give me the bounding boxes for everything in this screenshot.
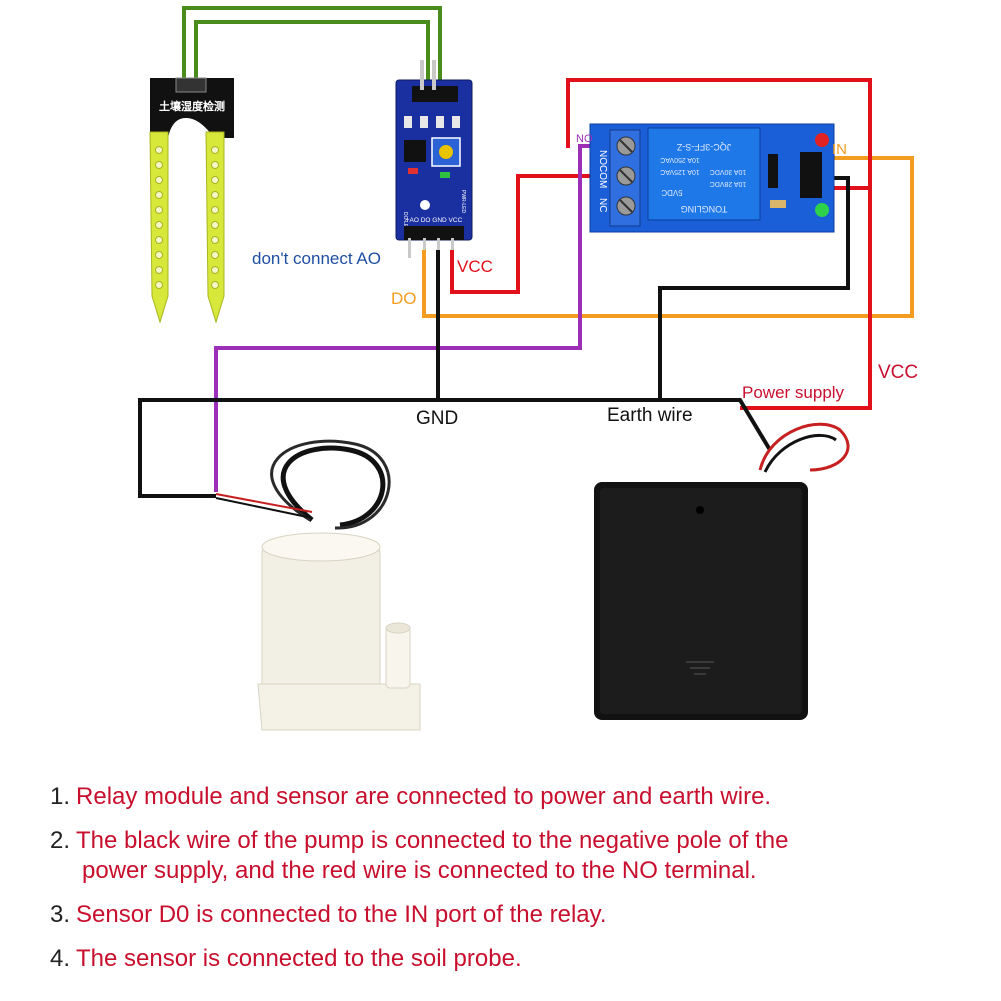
red-wire-vcc-sensor <box>450 174 628 294</box>
relay-rating-3: 10A 30VDC <box>710 168 747 175</box>
label-power-supply: Power supply <box>742 383 845 402</box>
label-vcc-supply: VCC <box>878 362 918 383</box>
battery-leads <box>758 422 850 472</box>
label-no: NO <box>576 133 593 145</box>
probe-trace-dot <box>155 266 163 274</box>
relay-green-led <box>815 203 829 217</box>
pin-gnd <box>437 238 440 250</box>
probe-trace-dot <box>211 221 219 229</box>
black-wires <box>138 176 850 498</box>
pin-do <box>423 238 426 250</box>
pin-vcc <box>451 238 454 250</box>
sensor-module: PWR-LED DO-LED +AO DO GND VCC <box>395 60 473 258</box>
pump-outlet <box>385 625 411 689</box>
probe-trace-dot <box>211 266 219 274</box>
wiring-diagram: 土壤湿度检测 PWR-LED DO-LED +AO DO GND VCC <box>138 6 918 731</box>
probe-trace-dot <box>211 146 219 154</box>
pin-ao <box>408 238 411 258</box>
instruction-text-continued: power supply, and the red wire is connec… <box>82 857 757 884</box>
black-wire-earth <box>438 398 772 452</box>
sensor-pin-label: +AO DO GND VCC <box>406 217 463 224</box>
label-in: IN <box>832 141 847 158</box>
label-dont-connect-ao: don't connect AO <box>252 249 381 268</box>
battery-box <box>594 422 850 720</box>
instruction-3: 3.Sensor D0 is connected to the IN port … <box>50 900 980 930</box>
instruction-text: The sensor is connected to the soil prob… <box>76 945 522 972</box>
instruction-4: 4.The sensor is connected to the soil pr… <box>50 944 980 974</box>
instruction-text: Relay module and sensor are connected to… <box>76 783 772 810</box>
instruction-number: 3. <box>50 901 71 928</box>
relay-module: NO COM NC JQC-3FF-S-Z 10A 250VAC 10A 125… <box>589 123 835 233</box>
pump-base <box>257 683 421 731</box>
terminal-no-text: NO <box>597 150 608 165</box>
probe-trace-dot <box>155 236 163 244</box>
probe-trace-dot <box>155 281 163 289</box>
instruction-1: 1.Relay module and sensor are connected … <box>50 782 980 812</box>
probe-label: 土壤湿度检测 <box>159 99 225 113</box>
probe-trace-dot <box>155 251 163 259</box>
relay-cube <box>647 127 761 221</box>
green-wire-outer <box>182 6 442 85</box>
relay-rating-4: 10A 28VDC <box>710 180 747 187</box>
relay-brand: TONGLING <box>681 204 728 214</box>
probe-trace-dot <box>211 161 219 169</box>
pwr-led-label: PWR-LED <box>460 190 466 213</box>
probe-trace-dot <box>211 176 219 184</box>
pump-cable <box>280 445 386 528</box>
red-wires <box>450 78 872 410</box>
black-wire-relay-gnd <box>658 176 850 400</box>
probe-trace-dot <box>211 281 219 289</box>
red-wire-power-loop <box>566 78 872 190</box>
probe-trace-dot <box>155 176 163 184</box>
terminal-nc-text: NC <box>597 198 608 212</box>
relay-pin-header <box>800 152 822 198</box>
probe-trace-dot <box>155 191 163 199</box>
probe-trace-dot <box>211 206 219 214</box>
relay-red-led <box>815 133 829 147</box>
instruction-text: Sensor D0 is connected to the IN port of… <box>76 901 607 928</box>
instructions-list: 1.Relay module and sensor are connected … <box>50 782 980 988</box>
relay-rating-2: 10A 125VAC <box>660 168 700 175</box>
red-wire-vcc-supply <box>740 188 872 410</box>
label-earth-wire: Earth wire <box>607 405 693 426</box>
do-led-label: DO-LED <box>402 212 408 231</box>
relay-rating-1: 10A 250VAC <box>660 156 700 163</box>
label-do: DO <box>391 289 417 308</box>
pump <box>215 439 421 731</box>
terminal-com-text: COM <box>597 165 608 188</box>
instruction-number: 4. <box>50 945 71 972</box>
instruction-text: The black wire of the pump is connected … <box>76 827 789 854</box>
probe-trace-dot <box>155 161 163 169</box>
probe-trace-dot <box>155 206 163 214</box>
green-wires <box>182 6 442 85</box>
soil-probe: 土壤湿度检测 <box>149 77 234 324</box>
instruction-number: 2. <box>50 827 71 854</box>
green-wire-inner <box>194 20 430 85</box>
orange-wire <box>422 156 914 318</box>
probe-trace-dot <box>211 236 219 244</box>
pump-body <box>261 544 381 698</box>
instruction-2: 2.The black wire of the pump is connecte… <box>50 826 980 886</box>
probe-trace-dot <box>211 191 219 199</box>
instruction-number: 1. <box>50 783 71 810</box>
label-gnd: GND <box>416 408 458 429</box>
relay-coil: 5VDC <box>661 188 683 197</box>
relay-model: JQC-3FF-S-Z <box>676 142 731 152</box>
label-vcc-sensor: VCC <box>457 257 493 276</box>
probe-trace-dot <box>155 146 163 154</box>
probe-trace-dot <box>155 221 163 229</box>
probe-traces <box>155 146 219 289</box>
black-wire-gnd <box>138 250 440 498</box>
probe-trace-dot <box>211 251 219 259</box>
